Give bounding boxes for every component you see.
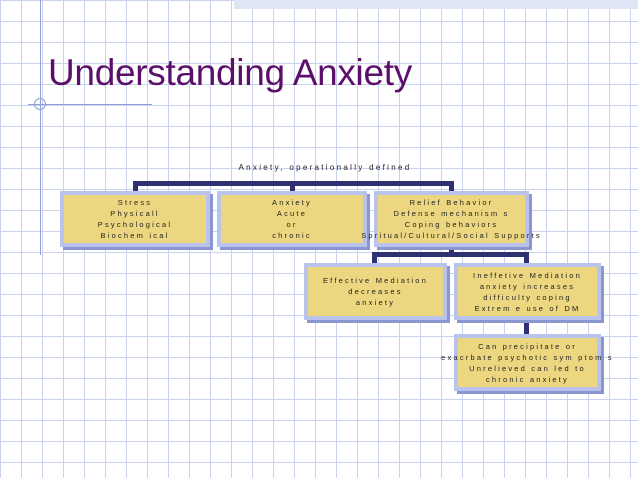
slide-title: Understanding Anxiety: [48, 52, 412, 93]
node-stress-line: Physicall: [110, 209, 160, 218]
node-stress: Stress Physicall Psychological Biochem i…: [60, 191, 210, 247]
decorative-vertical-rule: [40, 0, 41, 255]
node-relief-line: Coping behaviors: [404, 220, 499, 229]
node-stress-line: Biochem ical: [100, 231, 170, 240]
top-accent-band: [234, 0, 638, 9]
connector-drop-effective: [372, 252, 377, 265]
root-node-label: Anxiety, operationally defined: [238, 163, 412, 172]
node-consequence-line: exacrbate psychotic sym ptom s: [441, 352, 614, 362]
node-anxiety-line: or: [286, 220, 298, 229]
node-consequence-line: chronic anxiety: [485, 374, 570, 384]
node-stress-line: Psychological: [97, 220, 173, 229]
node-relief-line: Defense mechanism s: [393, 209, 510, 218]
node-relief-behavior: Relief Behavior Defense mechanism s Copi…: [361, 191, 540, 247]
node-psychotic-consequence: Can precipitate or exacrbate psychotic s…: [441, 334, 612, 391]
node-anxiety: Anxiety Acute or chronic: [217, 191, 367, 247]
node-effective-mediation: Effective Mediation decreases anxiety: [304, 263, 447, 320]
connector-drop-anxiety: [290, 181, 295, 193]
node-consequence-line: Can precipitate or: [478, 341, 577, 351]
node-ineffective-mediation: Ineffetive Mediation anxiety increases d…: [454, 263, 601, 320]
connector-mediation-bar: [372, 252, 529, 257]
node-relief-line: Relief Behavior: [409, 198, 494, 207]
node-ineffective-line: Ineffetive Mediation: [473, 270, 582, 280]
node-effective-line: Effective Mediation: [322, 276, 429, 285]
node-ineffective-line: anxiety increases: [479, 281, 576, 291]
node-effective-line: decreases: [348, 287, 403, 296]
connector-drop-stress: [133, 181, 138, 193]
node-stress-line: Stress: [117, 198, 153, 207]
node-ineffective-line: Extrem e use of DM: [474, 303, 581, 313]
node-relief-line: Spritual/Cultural/Social Supports: [361, 231, 542, 240]
node-consequence-line: Unrelieved can led to: [469, 363, 586, 373]
node-anxiety-line: Anxiety: [272, 198, 312, 207]
node-anxiety-line: chronic: [272, 231, 312, 240]
decorative-circle: [34, 98, 46, 110]
node-ineffective-line: difficulty coping: [483, 292, 572, 302]
decorative-horizontal-rule: [28, 104, 152, 105]
connector-drop-consequence: [524, 318, 529, 336]
connector-drop-ineffective: [524, 252, 529, 265]
node-effective-line: anxiety: [355, 298, 396, 307]
connector-drop-relief: [449, 181, 454, 193]
node-anxiety-line: Acute: [276, 209, 308, 218]
connector-relief-down: [449, 245, 454, 254]
